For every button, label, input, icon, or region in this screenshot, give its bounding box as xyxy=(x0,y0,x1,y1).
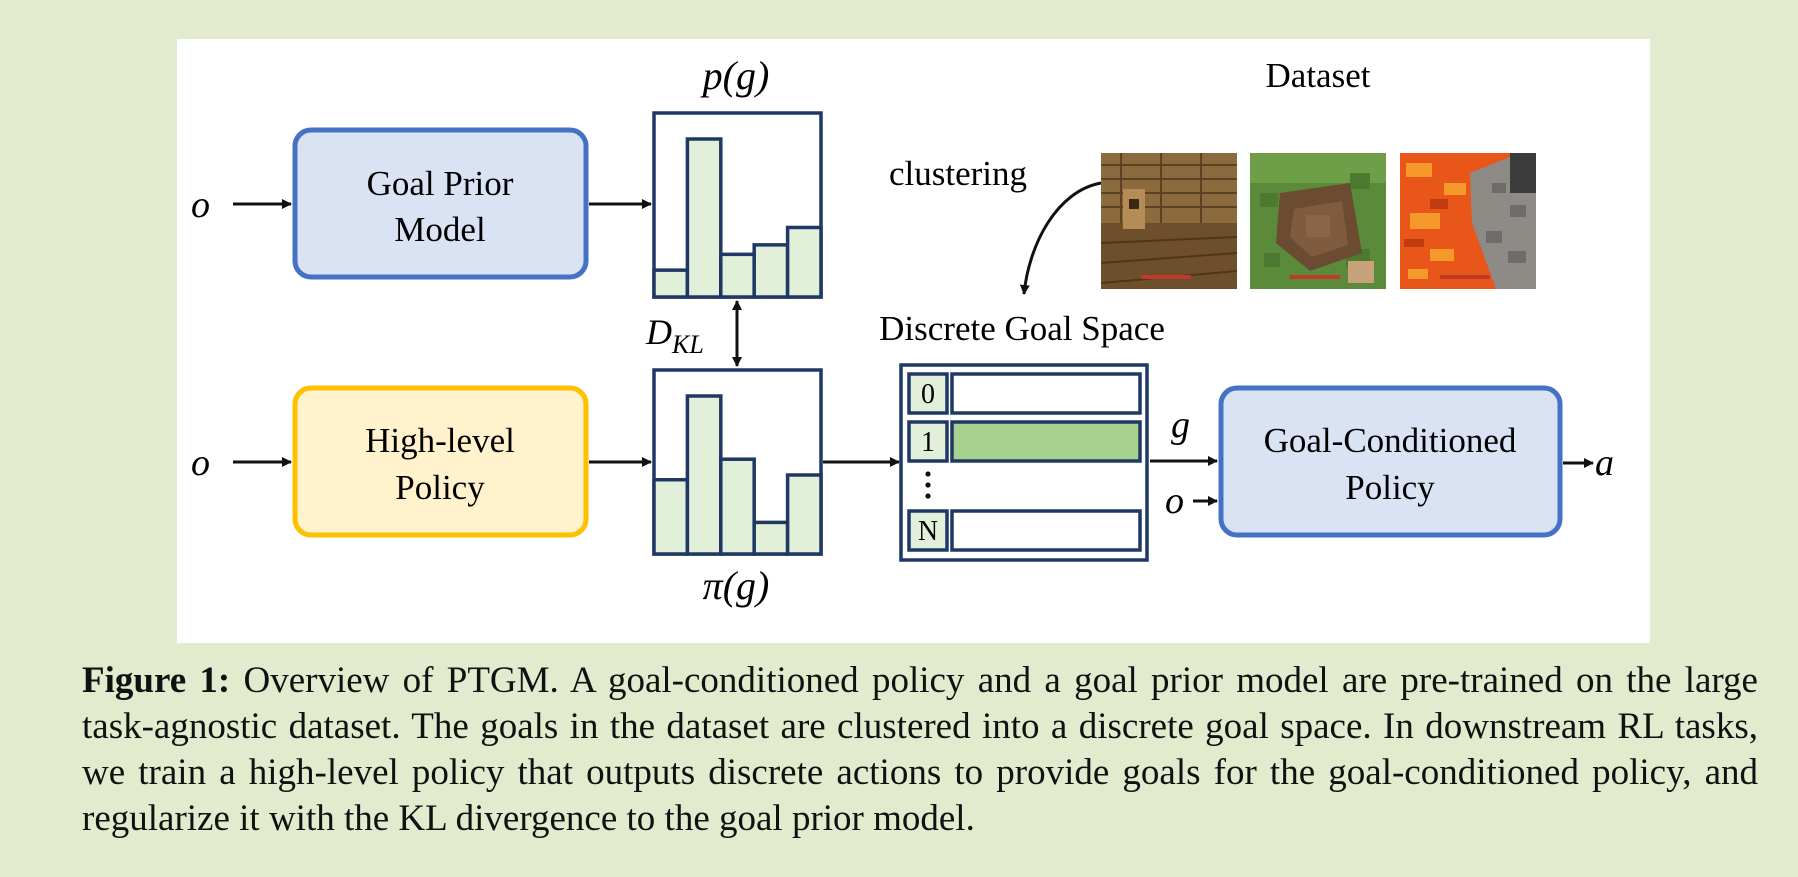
prior-histogram-bars xyxy=(652,137,823,299)
figure-caption: Figure 1: Overview of PTGM. A goal-condi… xyxy=(82,658,1758,842)
goal-conditioned-policy-label-1: Goal-Conditioned xyxy=(1264,421,1517,460)
prior-histogram-bar-2 xyxy=(719,252,756,299)
pipeline-diagram: Goal Prior Model High-level Policy Goal-… xyxy=(191,53,1614,608)
goal-slot-0-index: 0 xyxy=(921,379,935,410)
goal-prior-model-box xyxy=(292,127,589,280)
prior-histogram-bar-4 xyxy=(785,225,823,299)
clustering-label: clustering xyxy=(889,154,1027,193)
prior-histogram-bar-3 xyxy=(752,243,790,299)
figure-panel: Goal Prior Model High-level Policy Goal-… xyxy=(177,39,1650,643)
goal-conditioned-policy-label-2: Policy xyxy=(1345,468,1435,507)
prior-histogram-bar-0 xyxy=(652,268,690,299)
grass-dirt-image xyxy=(1250,153,1386,289)
policy-histogram-bar-0 xyxy=(652,477,690,556)
goal-slot-1-index: 1 xyxy=(921,427,935,458)
high-level-policy-label-2: Policy xyxy=(395,468,485,507)
kl-divergence-label: DKL xyxy=(645,312,704,359)
policy-histogram-bar-2 xyxy=(719,457,756,556)
action-label: a xyxy=(1595,442,1614,484)
ellipsis-dot-2 xyxy=(925,482,931,488)
policy-histogram-bars xyxy=(652,394,823,556)
goal-slot-1-index-box xyxy=(907,420,949,463)
prior-histogram-bar-1 xyxy=(685,137,723,299)
high-level-policy-label-1: High-level xyxy=(365,421,515,460)
ellipsis-dot-3 xyxy=(925,493,931,499)
prior-distribution-label: p(g) xyxy=(700,53,770,98)
observation-label-bottom: o xyxy=(191,442,210,484)
goal-slot-0-index-box xyxy=(907,372,949,415)
ellipsis-dot-1 xyxy=(925,471,931,477)
caption-text: Overview of PTGM. A goal-conditioned pol… xyxy=(82,660,1758,839)
goal-slot-n-bar xyxy=(950,509,1142,552)
policy-histogram-bar-4 xyxy=(785,473,823,556)
goal-slot-n-index-box xyxy=(907,509,949,552)
goal-conditioned-policy-box xyxy=(1218,385,1563,538)
goal-slot-n-index: N xyxy=(918,516,938,547)
policy-histogram-bar-3 xyxy=(752,520,790,556)
high-level-policy-box xyxy=(292,385,589,538)
goal-prior-model-label-2: Model xyxy=(394,210,486,249)
caption-label: Figure 1: xyxy=(82,660,231,701)
clustering-arrow xyxy=(1019,181,1102,295)
goal-prior-model-label-1: Goal Prior xyxy=(367,164,514,203)
policy-histogram-bar-1 xyxy=(685,394,723,556)
lava-stone-image xyxy=(1400,153,1536,289)
discrete-goal-space-label: Discrete Goal Space xyxy=(879,309,1165,348)
goal-slot-0-bar xyxy=(950,372,1142,415)
dataset-label: Dataset xyxy=(1266,56,1371,95)
observation-label-goal-conditioned: o xyxy=(1165,480,1184,522)
goal-label: g xyxy=(1171,404,1190,446)
observation-label-top: o xyxy=(191,184,210,226)
goal-slot-1-bar-selected xyxy=(950,420,1142,463)
wooden-room-image xyxy=(1101,153,1237,289)
policy-distribution-label: π(g) xyxy=(703,563,770,608)
